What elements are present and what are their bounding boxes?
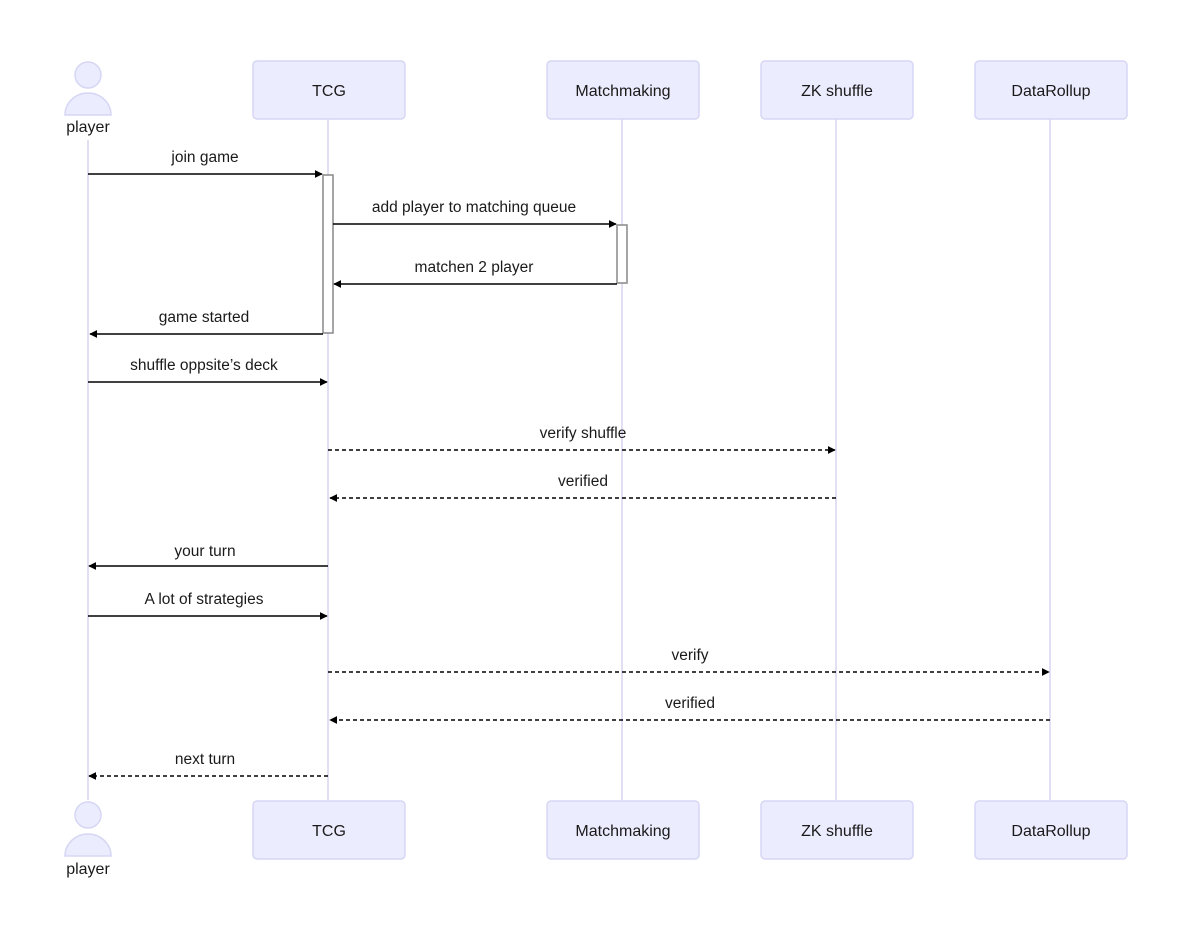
message-label: matchen 2 player (415, 259, 534, 276)
message-verified-rollup: verified (329, 695, 1050, 724)
message-label: join game (170, 149, 238, 166)
participant-label: ZK shuffle (801, 823, 873, 840)
activation-matchmaking (616, 224, 628, 284)
participant-box (252, 800, 406, 860)
participant-box (974, 60, 1128, 120)
person-icon (74, 801, 102, 829)
participant-player-bottom: player (64, 801, 112, 878)
message-label: game started (159, 309, 249, 326)
participant-label: TCG (312, 823, 346, 840)
message-shuffle-deck: shuffle oppsite’s deck (88, 357, 328, 386)
message-strategies: A lot of strategies (88, 591, 328, 620)
participant-label: Matchmaking (575, 823, 670, 840)
participant-box (546, 60, 700, 120)
message-label: add player to matching queue (372, 199, 576, 216)
participant-box (974, 800, 1128, 860)
message-label: next turn (175, 751, 235, 768)
participant-label: DataRollup (1011, 823, 1090, 840)
message-label: verify (671, 647, 708, 664)
participant-matchmaking-bottom: Matchmaking (546, 800, 700, 860)
message-add-player-to-queue: add player to matching queue (333, 199, 617, 228)
message-label: A lot of strategies (145, 591, 264, 608)
message-matchen-2-player: matchen 2 player (333, 259, 617, 288)
message-your-turn: your turn (88, 543, 328, 570)
message-label: verify shuffle (540, 425, 627, 442)
activation-tcg (322, 174, 334, 334)
person-body-icon (64, 92, 112, 116)
participant-label: player (66, 119, 110, 136)
participant-zk-shuffle-bottom: ZK shuffle (760, 800, 914, 860)
participant-box (252, 60, 406, 120)
participant-label: TCG (312, 83, 346, 100)
person-icon (74, 61, 102, 89)
participant-zk-shuffle-top: ZK shuffle (760, 60, 914, 120)
message-join-game: join game (88, 149, 323, 178)
message-label: your turn (174, 543, 235, 560)
message-verify-shuffle: verify shuffle (328, 425, 836, 454)
participant-label: Matchmaking (575, 83, 670, 100)
participant-player-top: player (64, 61, 112, 136)
participant-matchmaking-top: Matchmaking (546, 60, 700, 120)
participant-tcg-bottom: TCG (252, 800, 406, 860)
participant-box (546, 800, 700, 860)
message-label: verified (558, 473, 608, 490)
participant-datarollup-top: DataRollup (974, 60, 1128, 120)
participant-label: player (66, 861, 110, 878)
message-next-turn: next turn (88, 751, 328, 780)
participant-label: ZK shuffle (801, 83, 873, 100)
participant-tcg-top: TCG (252, 60, 406, 120)
message-game-started: game started (89, 309, 323, 338)
participant-box (760, 800, 914, 860)
participant-datarollup-bottom: DataRollup (974, 800, 1128, 860)
message-verify-rollup: verify (328, 647, 1050, 676)
message-label: verified (665, 695, 715, 712)
message-label: shuffle oppsite’s deck (130, 357, 278, 374)
participant-box (760, 60, 914, 120)
person-body-icon (64, 833, 112, 857)
participant-label: DataRollup (1011, 83, 1090, 100)
message-verified-shuffle: verified (329, 473, 836, 502)
